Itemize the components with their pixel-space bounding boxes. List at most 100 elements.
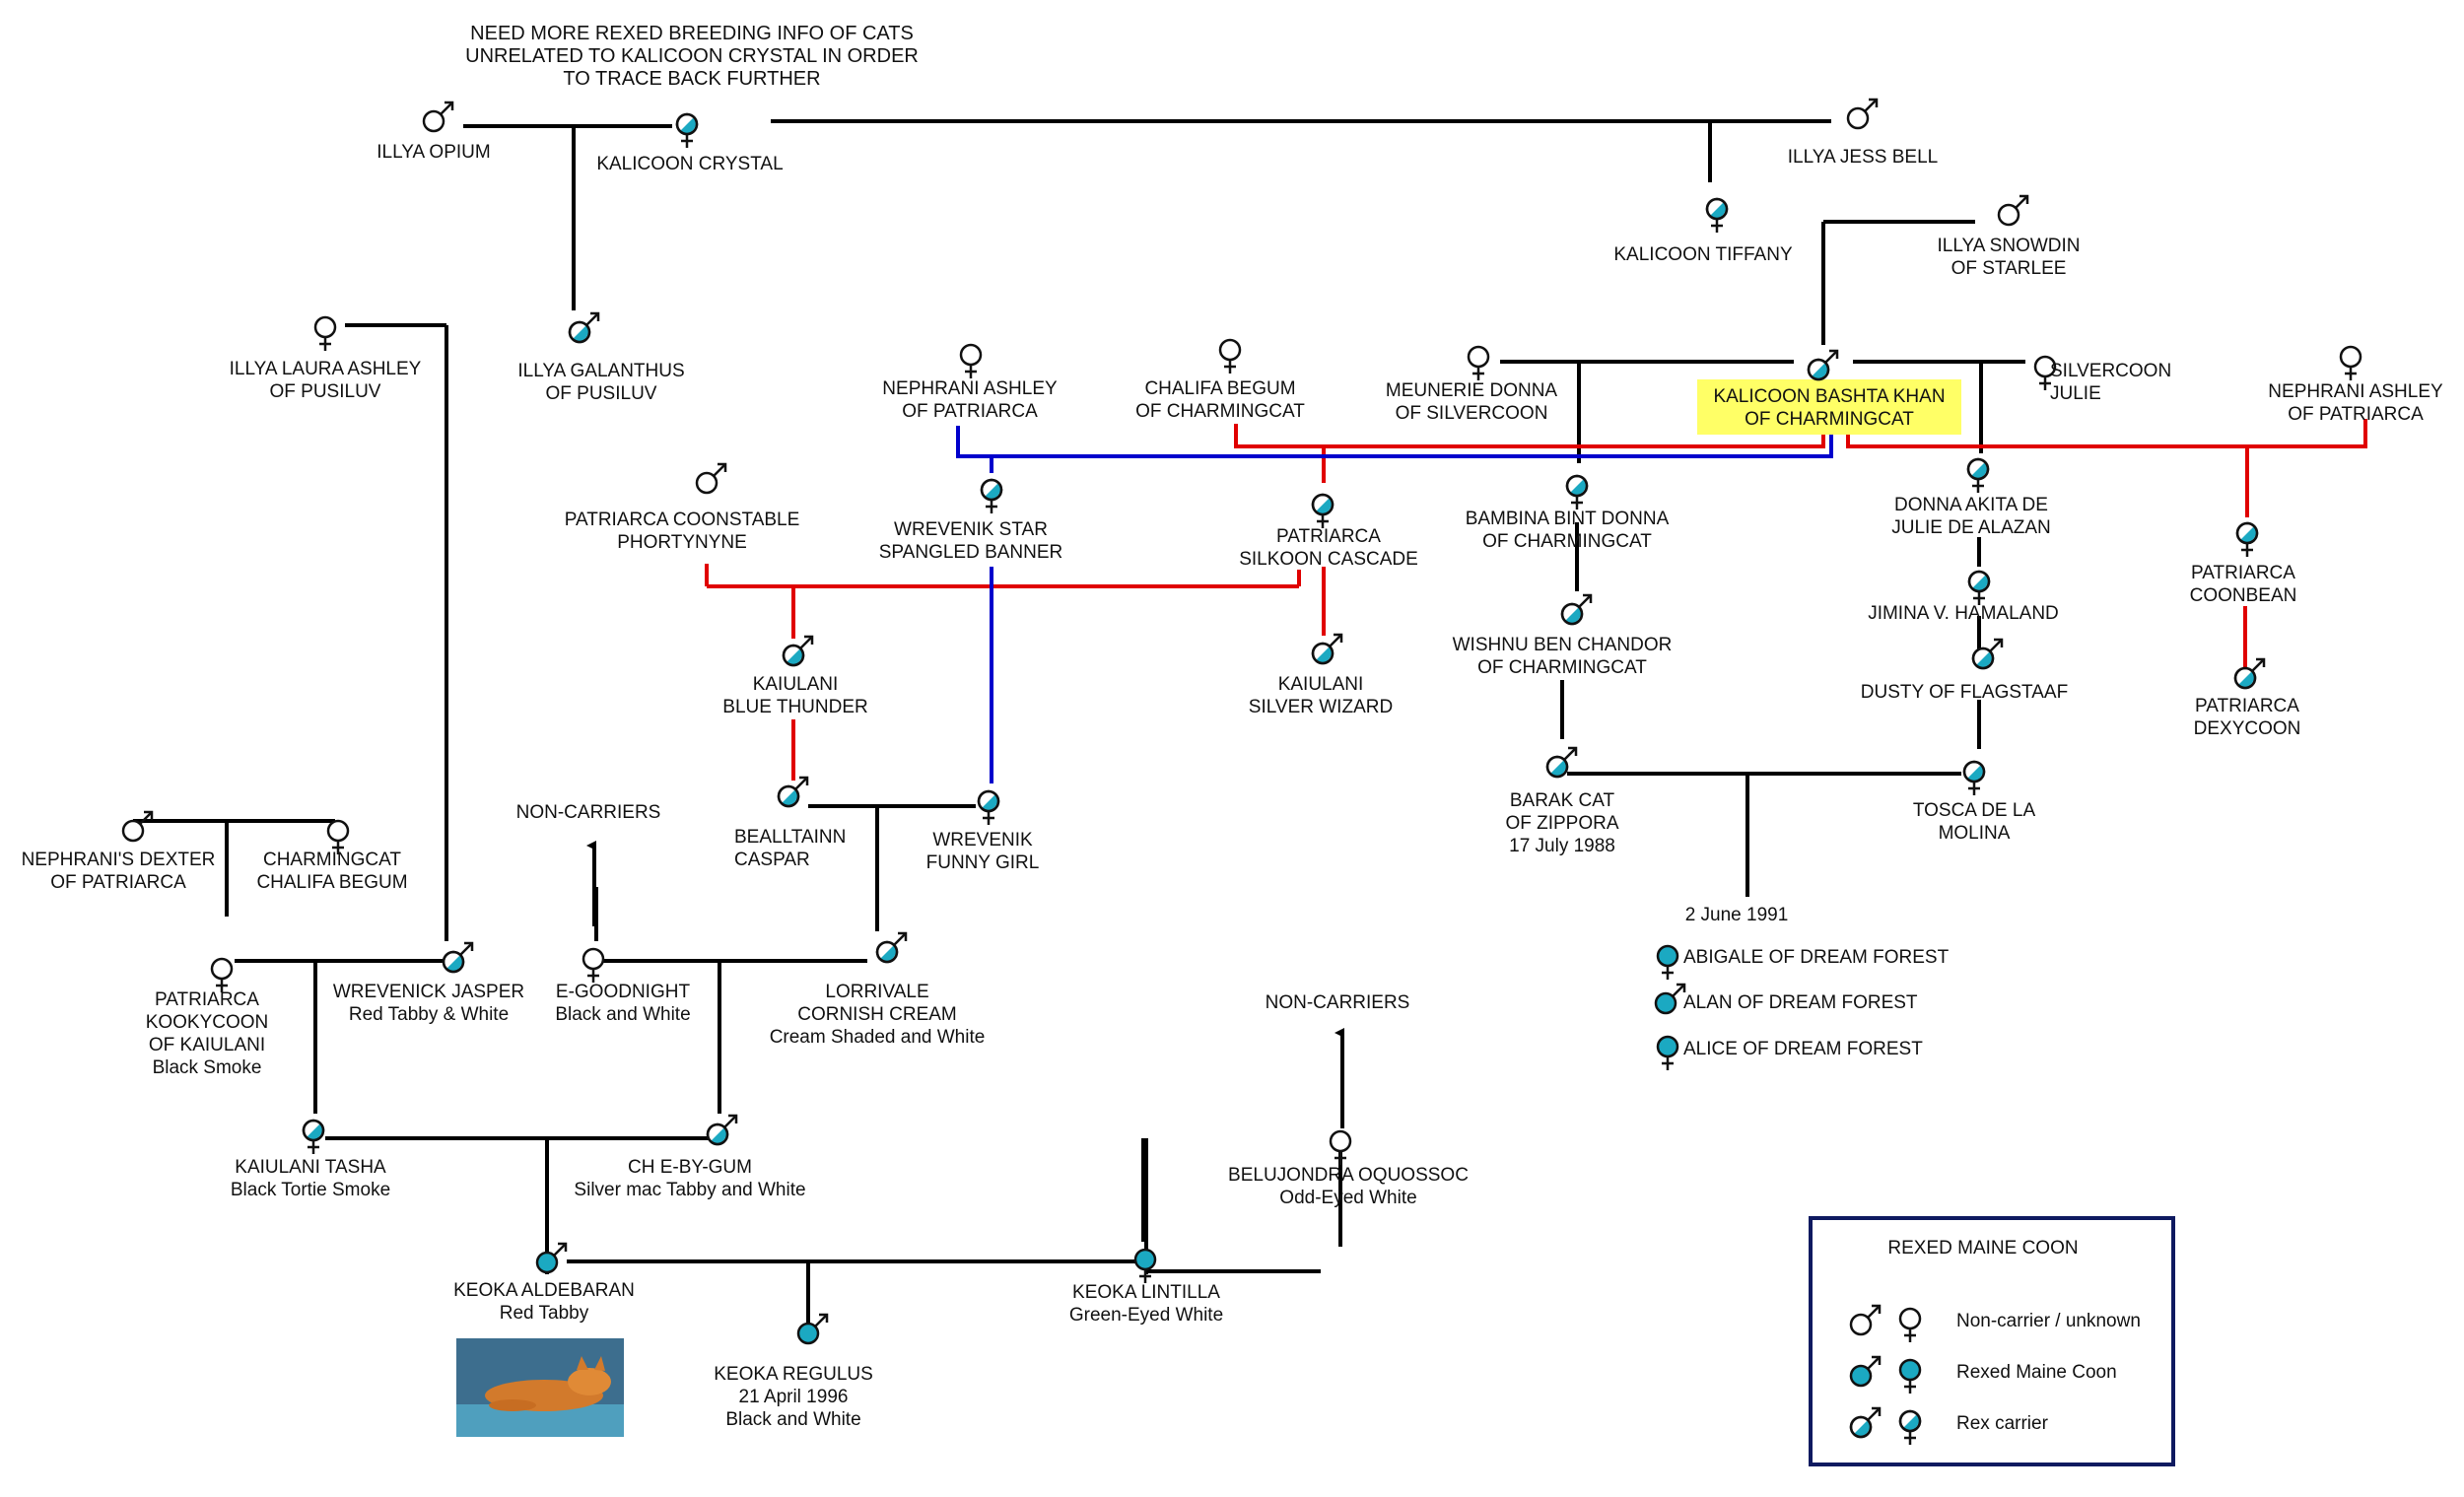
- research-note: NEED MORE REXED BREEDING INFO OF CATS UN…: [465, 23, 919, 90]
- cat-label-line: KAIULANI TASHA: [235, 1157, 386, 1178]
- cat-symbol-female-icon: [1705, 197, 1729, 233]
- cat-label-line: Red Tabby: [500, 1303, 589, 1324]
- cat-label-line: DEXYCOON: [2194, 718, 2301, 739]
- cat-symbol-female-icon: [210, 957, 234, 992]
- cat-label-line: PHORTYNYNE: [617, 532, 747, 553]
- cat-label-line: ALAN OF DREAM FOREST: [1683, 992, 1918, 1013]
- cat-label-line: OF SILVERCOON: [1396, 403, 1548, 424]
- cat-label-line: CORNISH CREAM: [797, 1004, 957, 1025]
- cat-label-line: Silver mac Tabby and White: [574, 1180, 805, 1200]
- cat-label-line: SILVER WIZARD: [1249, 697, 1393, 717]
- highlight-bashta-khan: [1697, 379, 1961, 435]
- cat-label-line: KEOKA REGULUS: [714, 1364, 873, 1385]
- note-line-3: TO TRACE BACK FURTHER: [563, 68, 820, 90]
- cat-symbol-female-icon: [959, 343, 983, 378]
- legend-row-rexed: Rexed Maine Coon: [1849, 1355, 2117, 1394]
- cat-symbol-female-icon: [1962, 760, 1986, 795]
- cat-symbol-female-icon: [1133, 1248, 1157, 1283]
- cat-label-line: DUSTY OF FLAGSTAAF: [1861, 682, 2068, 703]
- cat-symbol-female-icon: [326, 819, 350, 854]
- cat-label-line: JULIE: [2050, 383, 2101, 404]
- legend-female-carrier-icon: [1898, 1409, 1922, 1445]
- cat-label-line: KAIULANI: [1278, 674, 1364, 695]
- note-line-1: NEED MORE REXED BREEDING INFO OF CATS: [470, 23, 914, 44]
- cat-label-line: OF KAIULANI: [149, 1035, 265, 1055]
- cat-symbol-male-icon: [1997, 194, 2029, 227]
- cat-label-line: FUNNY GIRL: [926, 852, 1040, 873]
- cat-symbol-male-icon: [796, 1313, 829, 1345]
- cat-label-line: CH E-BY-GUM: [628, 1157, 752, 1178]
- cat-symbol-male-icon: [2233, 657, 2266, 690]
- cat-label-line: ALICE OF DREAM FOREST: [1683, 1039, 1923, 1059]
- cat-label-line: ILLYA OPIUM: [376, 142, 490, 163]
- cat-symbol-female-icon: [1329, 1129, 1352, 1165]
- cat-label-line: PATRIARCA: [155, 989, 259, 1010]
- legend-male-unknown-icon: [1849, 1304, 1882, 1336]
- cat-symbol-male-icon: [1971, 638, 2004, 670]
- cat-label-line: OF STARLEE: [1951, 258, 2067, 279]
- cat-label-line: KEOKA LINTILLA: [1072, 1282, 1220, 1303]
- cat-symbol-male-icon: [442, 941, 474, 974]
- cat-symbol-male-icon: [1311, 633, 1343, 665]
- cat-label-line: CHARMINGCAT: [263, 850, 401, 870]
- cat-label-line: OF CHARMINGCAT: [1745, 409, 1914, 430]
- cat-label-line: MEUNERIE DONNA: [1386, 380, 1558, 401]
- cat-label-line: MOLINA: [1939, 823, 2011, 844]
- cat-label-line: ILLYA LAURA ASHLEY: [230, 359, 422, 379]
- cat-label-line: BEALLTAINN: [734, 827, 846, 848]
- cat-symbol-male-icon: [777, 776, 809, 808]
- cat-label-line: OF CHARMINGCAT: [1135, 401, 1305, 422]
- cat-label-line: Green-Eyed White: [1069, 1305, 1223, 1326]
- cat-symbol-male-icon: [422, 101, 454, 133]
- cat-label-line: DONNA AKITA DE: [1894, 495, 2048, 515]
- cat-label-line: ILLYA JESS BELL: [1788, 147, 1938, 168]
- cat-symbol-female-icon: [2033, 355, 2057, 390]
- legend-female-rexed-icon: [1898, 1358, 1922, 1394]
- cat-dusty: DUSTY OF FLAGSTAAF: [1861, 638, 2068, 703]
- legend-female-unknown-icon: [1898, 1307, 1922, 1342]
- cat-label-line: OF PATRIARCA: [902, 401, 1038, 422]
- cat-symbol-male-icon: [782, 635, 814, 667]
- cat-abigale: ABIGALE OF DREAM FOREST: [1656, 944, 1950, 980]
- cat-label-line: WREVENIK: [932, 830, 1033, 851]
- cat-label-line: PATRIARCA: [1276, 526, 1381, 547]
- cat-symbol-female-icon: [1311, 493, 1335, 528]
- legend-male-rexed-icon: [1849, 1355, 1882, 1388]
- cat-symbol-female-icon: [313, 315, 337, 351]
- cat-symbol-male-icon: [695, 462, 727, 495]
- cat-symbol-female-icon: [2235, 521, 2259, 557]
- cat-photo: [456, 1338, 624, 1437]
- cat-label-line: KEOKA ALDEBARAN: [453, 1280, 635, 1301]
- cat-alice: ALICE OF DREAM FOREST: [1656, 1035, 1923, 1070]
- cat-label-line: Red Tabby & White: [349, 1004, 509, 1025]
- cat-label-line: OF ZIPPORA: [1505, 813, 1618, 834]
- cat-label-line: CASPAR: [734, 850, 810, 870]
- note-line-2: UNRELATED TO KALICOON CRYSTAL IN ORDER: [465, 45, 919, 67]
- cat-symbol-male-icon: [1807, 349, 1839, 381]
- cat-symbol-female-icon: [977, 789, 1000, 825]
- cat-label-line: KOOKYCOON: [146, 1012, 269, 1033]
- cat-symbol-female-icon: [1565, 474, 1589, 510]
- cat-label-line: Odd-Eyed White: [1279, 1188, 1416, 1208]
- pedigree-lines: [133, 119, 2367, 1326]
- legend-row-carrier: Rex carrier: [1849, 1406, 2049, 1445]
- cat-symbol-male-icon: [706, 1114, 738, 1146]
- cat-label-line: BLUE THUNDER: [722, 697, 867, 717]
